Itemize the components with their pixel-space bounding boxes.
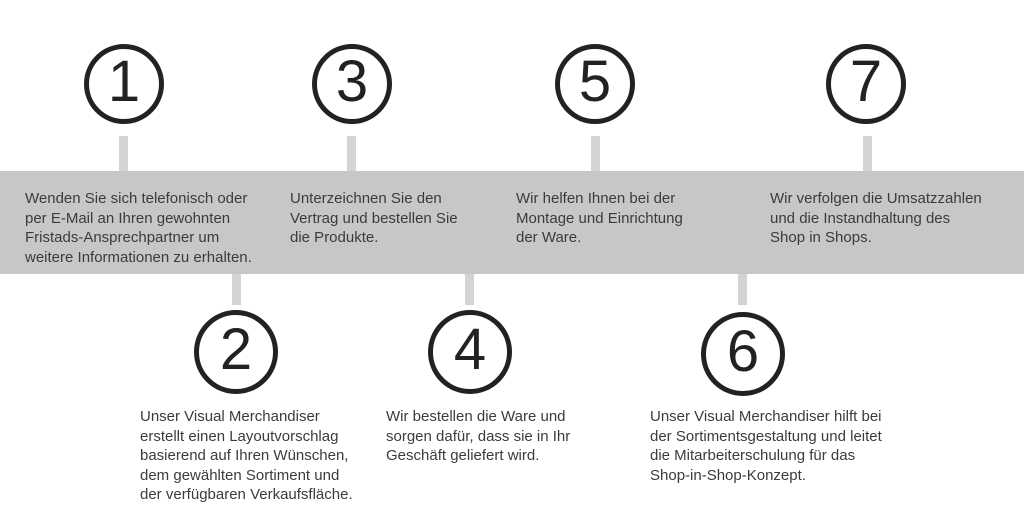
gray-band <box>0 171 1024 274</box>
step-5-connector <box>591 136 600 171</box>
step-5-circle: 5 <box>555 44 635 124</box>
step-7-number: 7 <box>849 49 883 114</box>
step-1-circle: 1 <box>84 44 164 124</box>
step-3-circle: 3 <box>312 44 392 124</box>
step-4-description: Wir bestellen die Ware und sorgen dafür,… <box>386 408 571 464</box>
step-6-circle: 6 <box>701 312 785 396</box>
step-6-description: Unser Visual Merchandiser hilft bei der … <box>650 408 882 484</box>
step-7-circle: 7 <box>826 44 906 124</box>
step-2-number: 2 <box>219 317 253 382</box>
step-5-description: Wir helfen Ihnen bei der Montage und Ein… <box>516 190 683 246</box>
step-4-connector <box>465 274 474 305</box>
step-3-number: 3 <box>335 49 369 114</box>
step-1-connector <box>119 136 128 171</box>
step-3-connector <box>347 136 356 171</box>
step-2-connector <box>232 274 241 305</box>
step-3-description: Unterzeichnen Sie den Vertrag und bestel… <box>290 190 458 246</box>
step-6-number: 6 <box>726 319 760 384</box>
step-2-description: Unser Visual Merchandiser erstellt einen… <box>140 408 353 503</box>
step-1-description: Wenden Sie sich telefonisch oder per E-M… <box>25 190 252 266</box>
step-4-number: 4 <box>453 317 487 382</box>
step-2-circle: 2 <box>194 310 278 394</box>
step-1-number: 1 <box>107 49 141 114</box>
step-6-connector <box>738 274 747 305</box>
step-5-number: 5 <box>578 49 612 114</box>
step-4-circle: 4 <box>428 310 512 394</box>
step-7-description: Wir verfolgen die Umsatzzahlen und die I… <box>770 190 982 246</box>
step-7-connector <box>863 136 872 171</box>
